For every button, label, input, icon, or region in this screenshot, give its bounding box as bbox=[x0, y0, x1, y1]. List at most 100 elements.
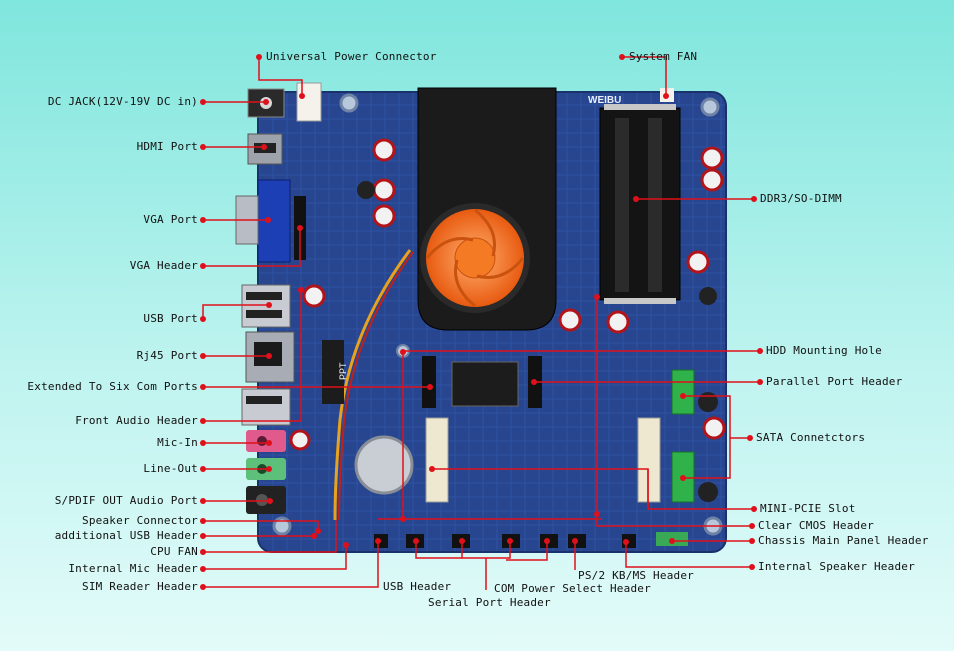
so-dimm-inner-1 bbox=[615, 118, 629, 292]
leader-speaker bbox=[203, 520, 319, 531]
dot bbox=[298, 287, 304, 293]
so-dimm-slot bbox=[599, 107, 681, 301]
cap-4 bbox=[700, 146, 724, 170]
ppt-chip bbox=[322, 340, 344, 404]
dot bbox=[429, 466, 435, 472]
dot bbox=[343, 542, 349, 548]
dot bbox=[507, 538, 513, 544]
usb-port-stack bbox=[241, 284, 291, 328]
dot bbox=[200, 418, 206, 424]
dot bbox=[619, 54, 625, 60]
vga-port bbox=[257, 179, 291, 263]
sata-connector-1 bbox=[671, 369, 695, 415]
label-rj45: Rj45 Port bbox=[136, 349, 198, 362]
so-dimm-inner-2 bbox=[648, 118, 662, 292]
label-ddr3: DDR3/SO-DIMM bbox=[760, 192, 842, 205]
cap-1 bbox=[372, 138, 396, 162]
label-chassis-panel: Chassis Main Panel Header bbox=[758, 534, 929, 547]
dot bbox=[200, 533, 206, 539]
dot bbox=[757, 348, 763, 354]
leader-front-audio bbox=[203, 290, 302, 422]
dot bbox=[200, 566, 206, 572]
label-vga-port: VGA Port bbox=[143, 213, 198, 226]
com-extend-header bbox=[422, 356, 436, 408]
leader-serial-1 bbox=[415, 541, 511, 559]
label-spdif: S/PDIF OUT Audio Port bbox=[54, 494, 198, 507]
dot bbox=[265, 217, 271, 223]
mount-hole-bl bbox=[272, 516, 292, 536]
label-universal-power: Universal Power Connector bbox=[266, 50, 437, 63]
mini-pcie-right bbox=[637, 417, 661, 503]
label-internal-mic: Internal Mic Header bbox=[68, 562, 198, 575]
usb-slot-2 bbox=[246, 310, 282, 318]
dot bbox=[531, 379, 537, 385]
chipset bbox=[451, 361, 519, 407]
dot bbox=[747, 435, 753, 441]
dot bbox=[400, 516, 406, 522]
leader-cpu-fan bbox=[203, 520, 337, 553]
dot bbox=[200, 144, 206, 150]
dot bbox=[572, 538, 578, 544]
label-hdd-hole: HDD Mounting Hole bbox=[766, 344, 882, 357]
dot bbox=[680, 393, 686, 399]
dot bbox=[266, 302, 272, 308]
dot bbox=[757, 379, 763, 385]
label-cpu-fan: CPU FAN bbox=[150, 545, 198, 558]
leader-vga-header bbox=[203, 228, 301, 267]
dot bbox=[200, 584, 206, 590]
leader-internal-speaker bbox=[625, 542, 752, 568]
leader-sata-bot bbox=[683, 438, 731, 479]
dot bbox=[299, 93, 305, 99]
dot bbox=[200, 99, 206, 105]
label-front-audio: Front Audio Header bbox=[75, 414, 198, 427]
cap-2 bbox=[372, 178, 396, 202]
mic-jack-hole bbox=[257, 436, 267, 446]
dot bbox=[200, 518, 206, 524]
dot bbox=[263, 99, 269, 105]
dot bbox=[200, 353, 206, 359]
cap-11 bbox=[289, 429, 311, 451]
label-ps2: PS/2 KB/MS Header bbox=[578, 569, 694, 582]
dot bbox=[623, 539, 629, 545]
label-line-out: Line-Out bbox=[143, 462, 198, 475]
mini-pcie-left bbox=[425, 417, 449, 503]
leader-sim bbox=[203, 541, 379, 588]
dot bbox=[427, 384, 433, 390]
label-sim-reader: SIM Reader Header bbox=[82, 580, 198, 593]
dot bbox=[413, 538, 419, 544]
leader-com-power bbox=[506, 541, 548, 561]
cap-3 bbox=[372, 204, 396, 228]
dot bbox=[267, 498, 273, 504]
dot bbox=[200, 217, 206, 223]
so-dimm-latch-top bbox=[604, 104, 676, 110]
dot bbox=[544, 538, 550, 544]
label-hdmi: HDMI Port bbox=[136, 140, 198, 153]
label-serial-port: Serial Port Header bbox=[428, 596, 551, 609]
dot bbox=[200, 316, 206, 322]
inductor-1 bbox=[699, 287, 717, 305]
dot bbox=[200, 549, 206, 555]
dot bbox=[594, 294, 600, 300]
power-connector bbox=[296, 82, 322, 122]
cap-6 bbox=[686, 250, 710, 274]
cpu-cooler bbox=[333, 87, 557, 521]
dot bbox=[751, 506, 757, 512]
label-usb-port: USB Port bbox=[143, 312, 198, 325]
label-clear-cmos: Clear CMOS Header bbox=[758, 519, 874, 532]
cpu-fan-hub bbox=[454, 237, 496, 279]
ram-slot bbox=[599, 104, 681, 304]
label-mini-pcie: MINI-PCIE Slot bbox=[760, 502, 856, 515]
ppt-chip-text: PPT bbox=[338, 362, 348, 380]
dot bbox=[256, 54, 262, 60]
cap-5 bbox=[700, 168, 724, 192]
dot bbox=[749, 564, 755, 570]
leader-sata-top bbox=[683, 395, 750, 439]
label-additional-usb: additional USB Header bbox=[54, 529, 198, 542]
dot bbox=[200, 440, 206, 446]
dot bbox=[680, 475, 686, 481]
dot bbox=[266, 353, 272, 359]
so-dimm-latch-bottom bbox=[604, 298, 676, 304]
dot bbox=[266, 466, 272, 472]
label-parallel: Parallel Port Header bbox=[766, 375, 903, 388]
